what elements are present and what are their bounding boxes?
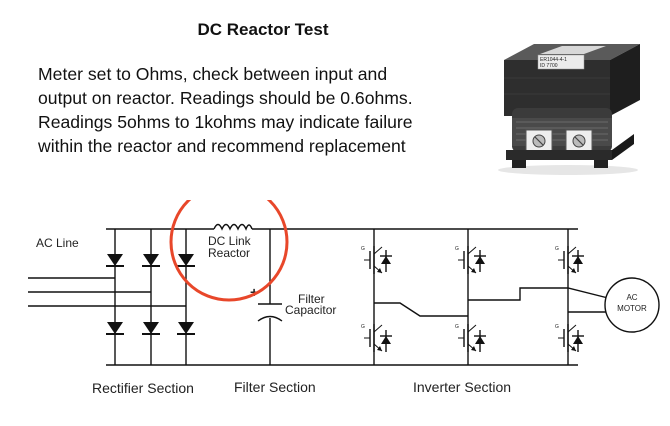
ac-motor-label-line1: AC bbox=[626, 293, 637, 302]
section-label-inverter: Inverter Section bbox=[413, 379, 511, 395]
freewheel-diode bbox=[571, 255, 585, 265]
inverter-igbt bbox=[454, 323, 477, 353]
description-line: Meter set to Ohms, check between input a… bbox=[38, 64, 388, 84]
ac-motor-label-line2: MOTOR bbox=[617, 304, 647, 313]
photo-label-line1: ER1044-4-1 bbox=[540, 57, 567, 63]
description: Meter set to Ohms, check between input a… bbox=[38, 62, 478, 158]
inverter-igbt bbox=[554, 245, 577, 275]
freewheel-diode bbox=[571, 335, 585, 345]
section-label-rectifier: Rectifier Section bbox=[92, 380, 194, 396]
rectifier-diode bbox=[176, 321, 196, 335]
photo-label-line2: ID 7700 bbox=[540, 63, 558, 69]
section-label-filter: Filter Section bbox=[234, 379, 316, 395]
ac-line-label: AC Line bbox=[36, 236, 79, 250]
description-line: within the reactor and recommend replace… bbox=[38, 136, 406, 156]
rectifier-diode bbox=[176, 253, 196, 267]
filter-label-line1: Filter bbox=[298, 292, 325, 306]
drive-circuit-diagram: G bbox=[28, 200, 660, 396]
inverter-igbt bbox=[454, 245, 477, 275]
page-title: DC Reactor Test bbox=[197, 20, 329, 39]
rectifier-diode bbox=[141, 253, 161, 267]
freewheel-diode bbox=[379, 335, 393, 345]
rectifier-diode bbox=[105, 253, 125, 267]
freewheel-diode bbox=[473, 255, 487, 265]
ac-motor-symbol bbox=[604, 277, 660, 333]
description-line: output on reactor. Readings should be 0.… bbox=[38, 88, 413, 108]
rectifier-diode bbox=[141, 321, 161, 335]
inverter-igbt bbox=[360, 323, 383, 353]
freewheel-diode bbox=[473, 335, 487, 345]
description-line: Readings 5ohms to 1kohms may indicate fa… bbox=[38, 112, 413, 132]
filter-label-line2: Capacitor bbox=[285, 303, 336, 317]
dc-link-label-line2: Reactor bbox=[208, 246, 250, 260]
rectifier-diode bbox=[105, 321, 125, 335]
capacitor-plus-sign: + bbox=[250, 284, 258, 300]
reactor-highlight-circle bbox=[169, 200, 289, 302]
inverter-igbt bbox=[360, 245, 383, 275]
dc-link-label-line1: DC Link bbox=[208, 234, 252, 248]
inverter-igbt bbox=[554, 323, 577, 353]
reactor-photo: ER1044-4-1 ID 7700 bbox=[498, 44, 640, 175]
freewheel-diode bbox=[379, 255, 393, 265]
reactor-coil-symbol bbox=[213, 223, 253, 231]
